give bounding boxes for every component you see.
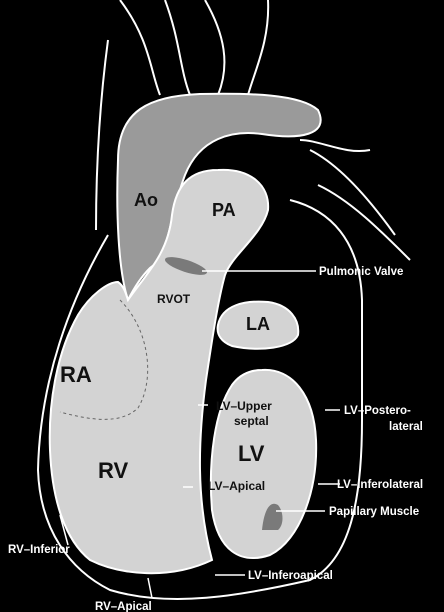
label-lv-postero: LV–Postero- xyxy=(344,405,411,417)
label-papillary-muscle: Papillary Muscle xyxy=(329,506,419,518)
right-vessel-outlines xyxy=(300,140,410,260)
label-ra: RA xyxy=(60,362,92,387)
label-rvot: RVOT xyxy=(157,292,191,306)
label-lv-inferoapical: LV–Inferoapical xyxy=(248,570,333,582)
label-pulmonic-valve: Pulmonic Valve xyxy=(319,266,403,278)
label-rv-inferior: RV–Inferior xyxy=(8,544,70,556)
label-lv: LV xyxy=(238,441,265,466)
label-pa: PA xyxy=(212,200,236,220)
label-lv-upper: LV–Upper xyxy=(216,399,272,413)
label-la: LA xyxy=(246,314,270,334)
label-septal: septal xyxy=(234,414,269,428)
label-lateral: lateral xyxy=(389,421,423,433)
label-lv-apical: LV–Apical xyxy=(208,479,265,493)
label-lv-inferolateral: LV–Inferolateral xyxy=(337,479,423,491)
label-rv-apical: RV–Apical xyxy=(95,601,152,612)
label-rv: RV xyxy=(98,458,128,483)
label-ao: Ao xyxy=(134,190,158,210)
